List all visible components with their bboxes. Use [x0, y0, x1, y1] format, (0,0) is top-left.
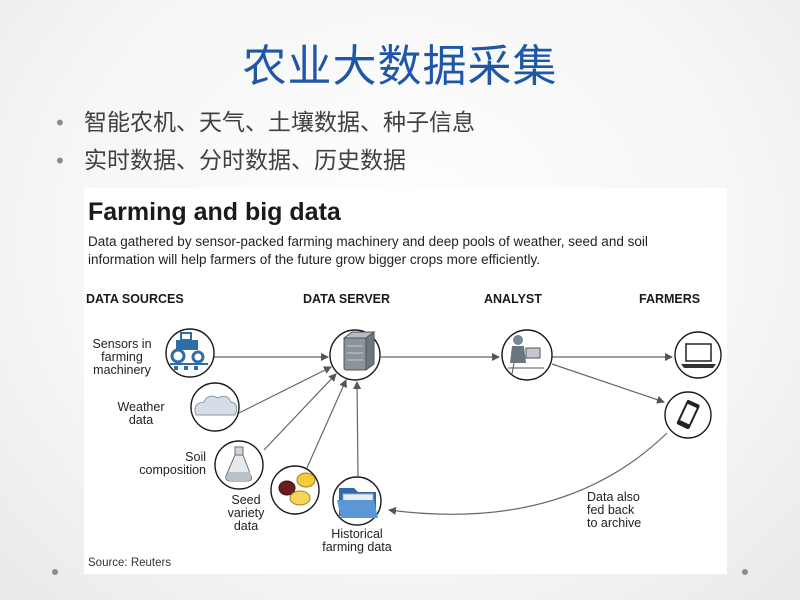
analyst-icon — [508, 335, 544, 375]
figure-description: Data gathered by sensor-packed farming m… — [88, 234, 648, 267]
bullet-item: • 智能农机、天气、土壤数据、种子信息 — [54, 104, 475, 142]
arrow-soil-to-server — [263, 373, 337, 451]
bullet-item: • 实时数据、分时数据、历史数据 — [54, 142, 475, 180]
label-feedback: Data also fed back to archive — [587, 491, 667, 530]
label-seed-line1: Seed — [231, 493, 261, 507]
slide-corner-dot-right — [742, 569, 748, 575]
diagram-canvas — [165, 328, 722, 526]
bullet-icon: • — [54, 111, 66, 135]
label-historical-line1: Historical — [331, 527, 383, 541]
label-feedback-line3: to archive — [587, 516, 642, 530]
label-soil: Soil composition — [112, 451, 206, 477]
tractor-icon — [170, 332, 208, 370]
label-historical: Historical farming data — [306, 528, 408, 554]
bullet-icon: • — [54, 149, 66, 173]
column-data-server: DATA SERVER — [303, 292, 391, 306]
label-sensors: Sensors in farming machinery — [86, 338, 158, 377]
laptop-icon — [681, 343, 716, 368]
slide-corner-dot-left — [52, 569, 58, 575]
label-soil-line1: Soil — [185, 450, 206, 464]
arrow-historical-to-server — [353, 381, 362, 477]
phone-icon — [676, 400, 700, 430]
cloud-icon — [194, 395, 238, 416]
connection-arrows — [214, 353, 673, 515]
seeds-icon — [278, 472, 316, 506]
label-feedback-line1: Data also — [587, 490, 640, 504]
server-icon — [342, 331, 376, 371]
label-weather-line2: data — [128, 413, 154, 427]
slide-title: 农业大数据采集 — [242, 41, 558, 92]
arrow-feedback-to-archive — [388, 432, 668, 515]
bullet-text: 智能农机、天气、土壤数据、种子信息 — [84, 110, 475, 136]
arrow-analyst-to-phone — [551, 363, 665, 404]
column-farmers: FARMERS — [639, 292, 701, 306]
column-analyst: ANALYST — [484, 292, 542, 306]
label-seed-line3: data — [233, 519, 259, 533]
label-weather: Weather data — [110, 401, 172, 427]
arrow-seed-to-server — [305, 379, 347, 471]
label-soil-line2: composition — [139, 463, 206, 477]
arrow-weather-to-server — [238, 366, 332, 414]
label-seed: Seed variety data — [218, 494, 274, 533]
folder-icon — [337, 488, 378, 518]
farming-big-data-figure: Farming and big data Data gathered by se… — [84, 188, 727, 574]
label-seed-line2: variety — [227, 506, 265, 520]
label-sensors-line2: farming — [101, 350, 143, 364]
label-feedback-line2: fed back — [587, 503, 635, 517]
figure-title: Farming and big data — [88, 198, 341, 226]
label-weather-line1: Weather — [117, 400, 165, 414]
label-sensors-line1: Sensors in — [92, 337, 152, 351]
label-historical-line2: farming data — [322, 540, 392, 554]
bullet-text: 实时数据、分时数据、历史数据 — [84, 148, 406, 174]
figure-source: Source: Reuters — [88, 557, 172, 569]
bullet-list: • 智能农机、天气、土壤数据、种子信息 • 实时数据、分时数据、历史数据 — [54, 104, 475, 180]
flask-icon — [225, 446, 252, 482]
column-data-sources: DATA SOURCES — [86, 292, 184, 306]
label-sensors-line3: machinery — [93, 363, 151, 377]
